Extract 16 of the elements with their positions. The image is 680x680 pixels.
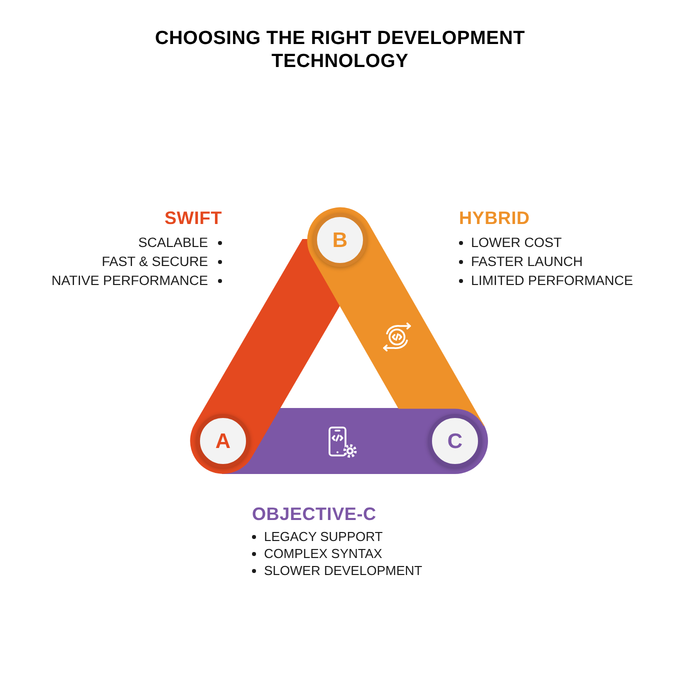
bullet-text: FASTER LAUNCH [471,253,583,271]
bullet-text: COMPLEX SYNTAX [264,545,382,562]
bullet-text: LOWER COST [471,234,562,252]
diagram-title: CHOOSING THE RIGHT DEVELOPMENT TECHNOLOGY [154,27,526,73]
circle-letter: B [332,230,348,250]
section-heading: SWIFT [164,207,222,230]
section-heading: HYBRID [459,207,530,230]
bullet-text: SCALABLE [138,234,208,252]
circle-letter: C [447,430,463,452]
bullet-text: LEGACY SUPPORT [264,528,383,545]
section-heading: OBJECTIVE-C [252,503,376,526]
bullet-text: SLOWER DEVELOPMENT [264,562,422,579]
bullet-text: FAST & SECURE [102,253,208,271]
bullet-text: NATIVE PERFORMANCE [51,272,208,290]
bullet-text: LIMITED PERFORMANCE [471,272,634,290]
circle-letter: A [215,430,231,452]
